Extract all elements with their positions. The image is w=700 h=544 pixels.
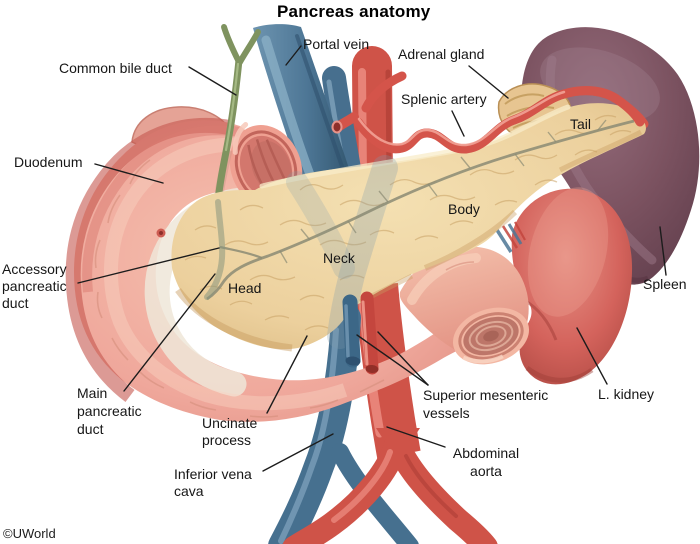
label-portal-vein: Portal vein bbox=[303, 36, 370, 52]
label-common-bile-duct: Common bile duct bbox=[59, 60, 172, 76]
label-body: Body bbox=[448, 201, 480, 217]
leader-smv-2 bbox=[377, 331, 429, 386]
superior-mesenteric-vessels bbox=[342, 291, 379, 375]
leader-ivc bbox=[262, 433, 334, 472]
leader-lines bbox=[77, 45, 667, 472]
portal-vein-vessel bbox=[253, 24, 352, 193]
leader-duodenum bbox=[94, 163, 164, 184]
splenic-hilum-vessels bbox=[495, 221, 526, 253]
label-spleen: Spleen bbox=[643, 276, 687, 292]
leader-main-duct bbox=[123, 273, 216, 392]
leader-portal-vein bbox=[285, 45, 302, 66]
main-pancreatic-duct-vessel bbox=[206, 119, 635, 301]
figure-title: Pancreas anatomy bbox=[277, 2, 431, 21]
leader-aorta bbox=[386, 426, 446, 448]
label-duodenum: Duodenum bbox=[14, 154, 83, 170]
left-kidney-shape bbox=[511, 187, 633, 385]
label-adrenal-gland: Adrenal gland bbox=[398, 46, 485, 62]
leader-l-kidney bbox=[576, 327, 608, 385]
pancreas-shape bbox=[171, 103, 646, 352]
splenic-artery-vessel bbox=[353, 86, 645, 154]
retropancreatic-vein-shadow bbox=[286, 155, 398, 349]
leader-spleen bbox=[659, 226, 667, 276]
label-splenic-artery: Splenic artery bbox=[401, 91, 487, 107]
label-head: Head bbox=[228, 280, 262, 296]
bile-duct-intrapancreatic bbox=[204, 199, 226, 300]
leader-uncinate bbox=[266, 335, 308, 414]
leader-splenic-artery bbox=[451, 110, 465, 137]
aorta-bifurcation bbox=[282, 428, 498, 544]
label-l-kidney: L. kidney bbox=[598, 386, 655, 402]
leader-common-bile-duct bbox=[188, 66, 237, 96]
leader-accessory-duct bbox=[77, 247, 220, 284]
leader-adrenal-gland bbox=[468, 65, 509, 99]
label-neck: Neck bbox=[323, 250, 355, 266]
uworld-watermark: ©UWorld bbox=[3, 526, 56, 541]
label-tail: Tail bbox=[570, 116, 592, 132]
leader-smv-1 bbox=[356, 334, 429, 386]
jejunal-cut-end bbox=[399, 246, 530, 365]
